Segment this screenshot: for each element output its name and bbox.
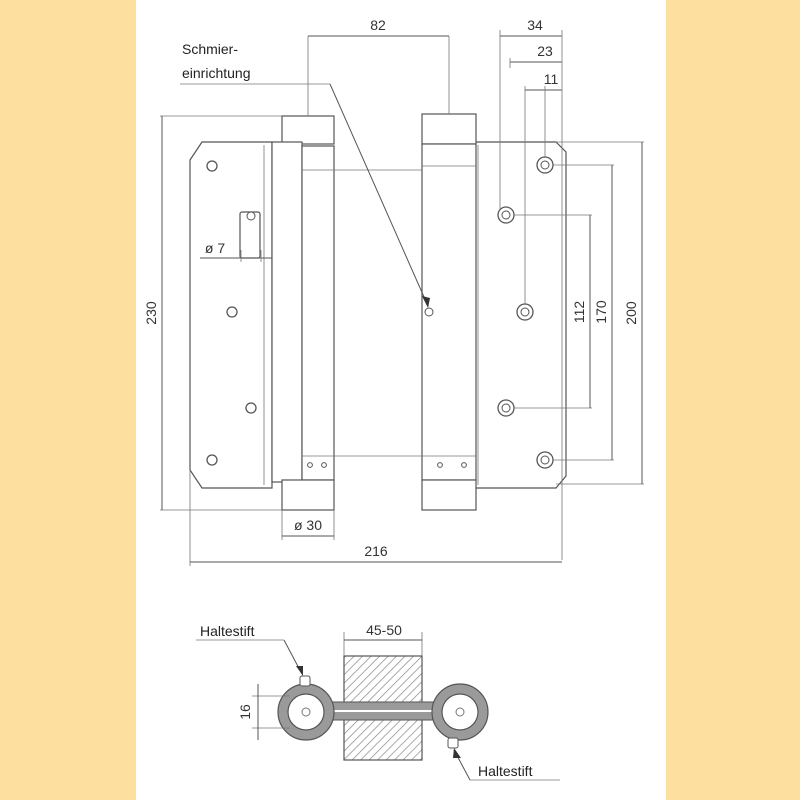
- retaining-pin-top: [299, 675, 311, 687]
- dim-230: 230: [143, 301, 159, 325]
- dim-200: 200: [623, 301, 639, 325]
- left-leaf-holes: [206, 160, 257, 466]
- dim-170: 170: [593, 300, 609, 324]
- dim-34: 34: [527, 17, 543, 33]
- cross-section-view: [196, 632, 560, 781]
- dim-11: 11: [544, 71, 559, 87]
- front-view: [189, 113, 567, 511]
- dim-82: 82: [370, 17, 386, 33]
- dimension-lines: [160, 30, 644, 566]
- dim-diameter-7: ø 7: [205, 240, 225, 256]
- dim-216: 216: [364, 543, 388, 559]
- left-spring-tube: [239, 115, 335, 511]
- lubrication-nipple: [424, 307, 434, 317]
- annotation-text: Schmier- einrichtung Haltestift Haltesti…: [182, 41, 533, 779]
- dim-23: 23: [537, 43, 553, 59]
- dim-diameter-30: ø 30: [294, 517, 322, 533]
- label-lubrication-line2: einrichtung: [182, 65, 251, 81]
- dim-16: 16: [237, 704, 253, 720]
- dimension-text: 82 34 23 11 230 200 170 112 216 ø 7 ø 30…: [143, 17, 639, 720]
- dim-112: 112: [571, 301, 587, 324]
- retaining-pin-bottom: [447, 737, 459, 749]
- label-retaining-pin-top: Haltestift: [200, 623, 255, 639]
- dim-45-50: 45-50: [366, 622, 402, 638]
- label-retaining-pin-bottom: Haltestift: [478, 763, 533, 779]
- right-spring-tube: [421, 113, 477, 511]
- label-lubrication-line1: Schmier-: [182, 41, 238, 57]
